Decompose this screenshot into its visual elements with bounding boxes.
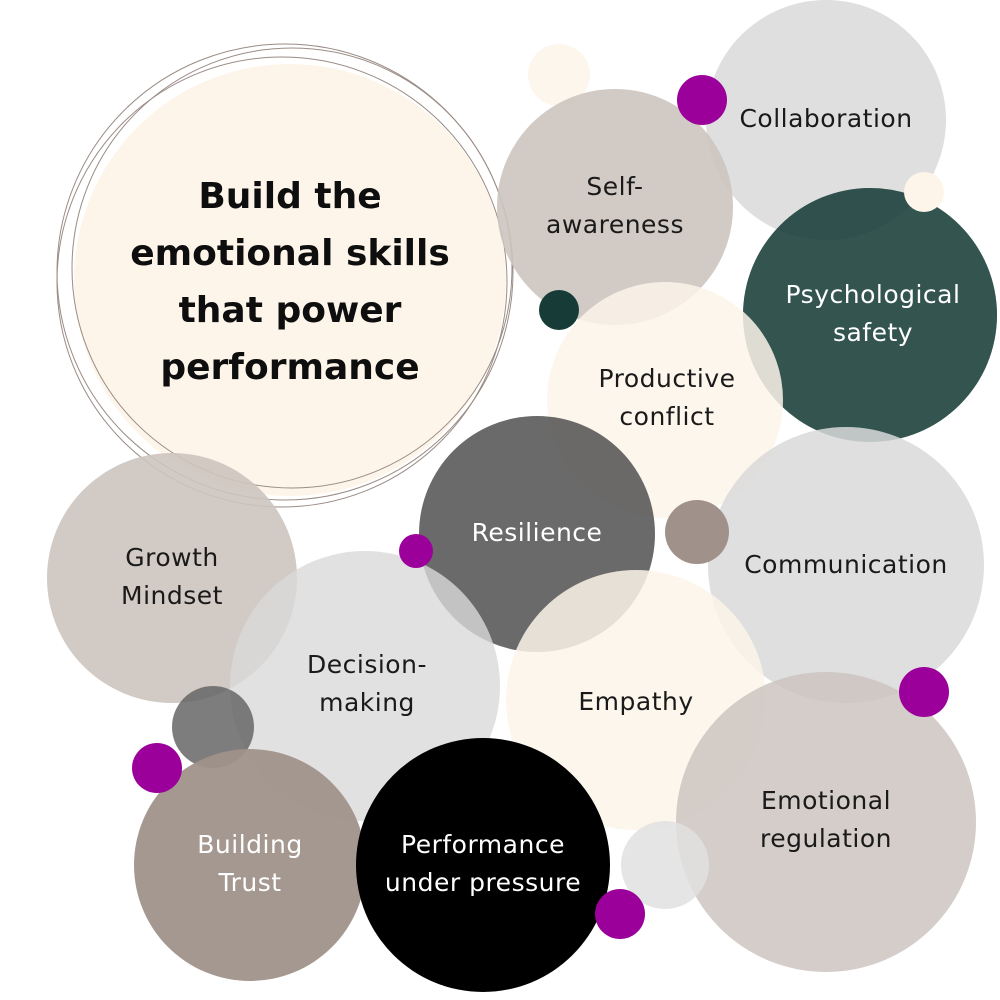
light-gray-dot — [621, 821, 709, 909]
magenta-dot — [899, 667, 949, 717]
magenta-dot — [595, 889, 645, 939]
performance-under-pressure-label: Performance under pressure — [368, 826, 598, 902]
label-line: Collaboration — [739, 104, 913, 133]
label-line: Trust — [218, 868, 282, 897]
decision-making-label: Decision- making — [267, 646, 467, 722]
growth-mindset-bubble — [47, 453, 297, 703]
productive-conflict-label: Productive conflict — [567, 360, 767, 436]
label-line: awareness — [546, 210, 684, 239]
psychological-safety-label: Psychological safety — [753, 276, 993, 352]
label-line: Decision- — [307, 650, 427, 679]
diagram-title: Build the emotional skills that power pe… — [90, 168, 490, 396]
title-ring — [56, 56, 508, 508]
magenta-dot — [132, 743, 182, 793]
performance-under-pressure-bubble — [356, 738, 610, 992]
small-cream-dot — [904, 172, 944, 212]
label-line: Emotional — [760, 786, 892, 815]
self-awareness-bubble — [497, 89, 733, 325]
dark-gray-dot — [172, 686, 254, 768]
building-trust-label: Building Trust — [150, 826, 350, 902]
growth-mindset-label: Growth Mindset — [72, 539, 272, 615]
magenta-dot — [399, 534, 433, 568]
self-awareness-label: Self- awareness — [515, 168, 715, 244]
label-line: Psychological — [785, 280, 961, 309]
label-line: Build the — [198, 176, 382, 217]
psychological-safety-bubble-core — [743, 188, 997, 442]
label-line: Self- — [586, 172, 644, 201]
label-line: Communication — [744, 550, 948, 579]
emotional-regulation-label: Emotional regulation — [716, 782, 936, 858]
small-cream-dot — [528, 44, 590, 106]
label-line: emotional skills — [130, 233, 450, 274]
label-line: Empathy — [578, 687, 694, 716]
resilience-label: Resilience — [437, 514, 637, 552]
label-line: making — [319, 688, 415, 717]
label-line: Growth — [125, 543, 219, 572]
collaboration-label: Collaboration — [706, 100, 946, 138]
label-line: Resilience — [471, 518, 603, 547]
label-line: conflict — [619, 402, 715, 431]
label-line: that power — [178, 290, 402, 331]
label-line: Performance — [401, 830, 565, 859]
communication-bubble — [708, 427, 984, 703]
label-line: regulation — [760, 824, 892, 853]
emotional-regulation-bubble — [676, 672, 976, 972]
communication-label: Communication — [715, 546, 977, 584]
title-ring — [71, 47, 513, 489]
label-line: Productive — [598, 364, 736, 393]
brown-dot — [665, 500, 729, 564]
label-line: safety — [832, 318, 914, 347]
title-circle — [74, 64, 506, 496]
label-line: Mindset — [121, 581, 223, 610]
label-line: under pressure — [384, 868, 582, 897]
dark-green-dot — [539, 290, 579, 330]
empathy-label: Empathy — [536, 683, 736, 721]
collaboration-bubble — [706, 0, 946, 240]
label-line: Building — [197, 830, 303, 859]
label-line: performance — [160, 347, 420, 388]
magenta-dot — [677, 75, 727, 125]
building-trust-bubble — [134, 749, 366, 981]
